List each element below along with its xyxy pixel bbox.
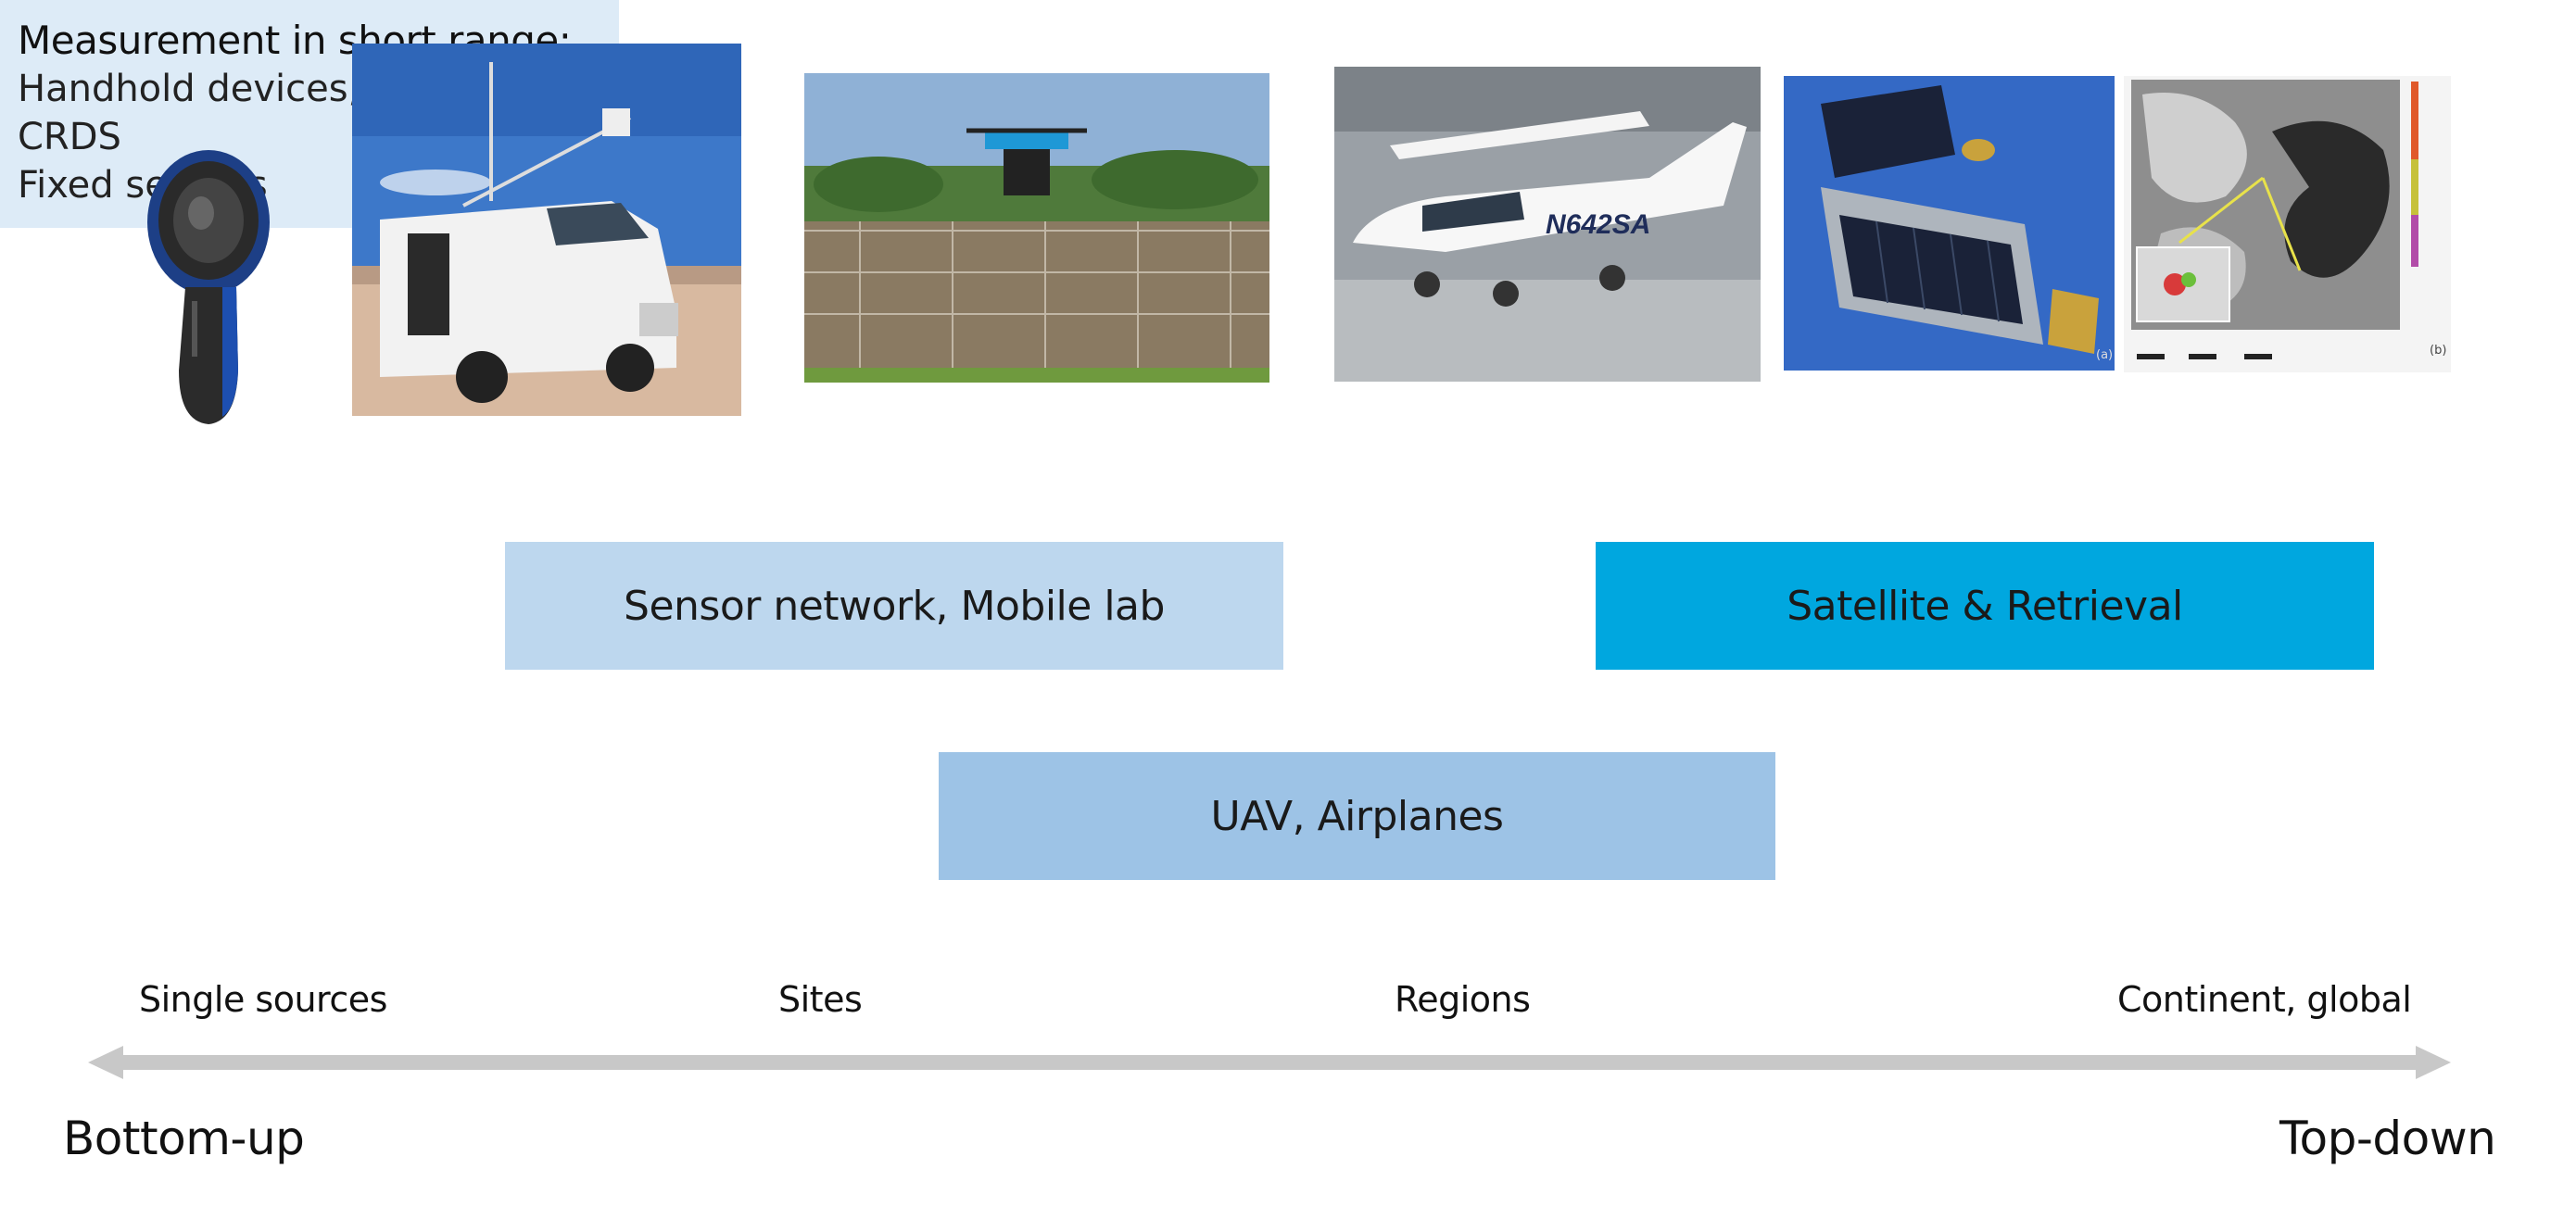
satellite-image: (a) [1784,76,2115,371]
sensor-network-label: Sensor network, Mobile lab [624,582,1165,630]
mobile-lab-van-image [352,44,741,416]
retrieval-map-image: (b) [2124,76,2451,372]
handheld-device-image [134,139,283,431]
scale-label-single-sources: Single sources [139,979,387,1020]
airplane-image: N642SA [1334,67,1761,382]
sensor-network-box: Sensor network, Mobile lab [505,542,1283,670]
satellite-retrieval-box: Satellite & Retrieval [1596,542,2374,670]
measurement-line-crds: CRDS [18,116,121,158]
uav-airplanes-box: UAV, Airplanes [939,752,1775,880]
map-panel-b-label: (b) [2430,344,2446,358]
map-panel-a-label: (a) [2096,348,2113,362]
satellite-retrieval-label: Satellite & Retrieval [1787,582,2183,630]
top-down-label: Top-down [2279,1112,2496,1165]
bottom-up-label: Bottom-up [63,1112,305,1165]
airplane-tail-number: N642SA [1546,209,1650,240]
scale-label-continent-global: Continent, global [2117,979,2412,1020]
scale-label-sites: Sites [778,979,863,1020]
scale-label-regions: Regions [1395,979,1531,1020]
measurement-line-handhold: Handhold devices, [18,68,360,110]
scale-arrow [88,1046,2451,1079]
uav-drone-image [804,73,1269,383]
uav-airplanes-label: UAV, Airplanes [1210,792,1504,840]
